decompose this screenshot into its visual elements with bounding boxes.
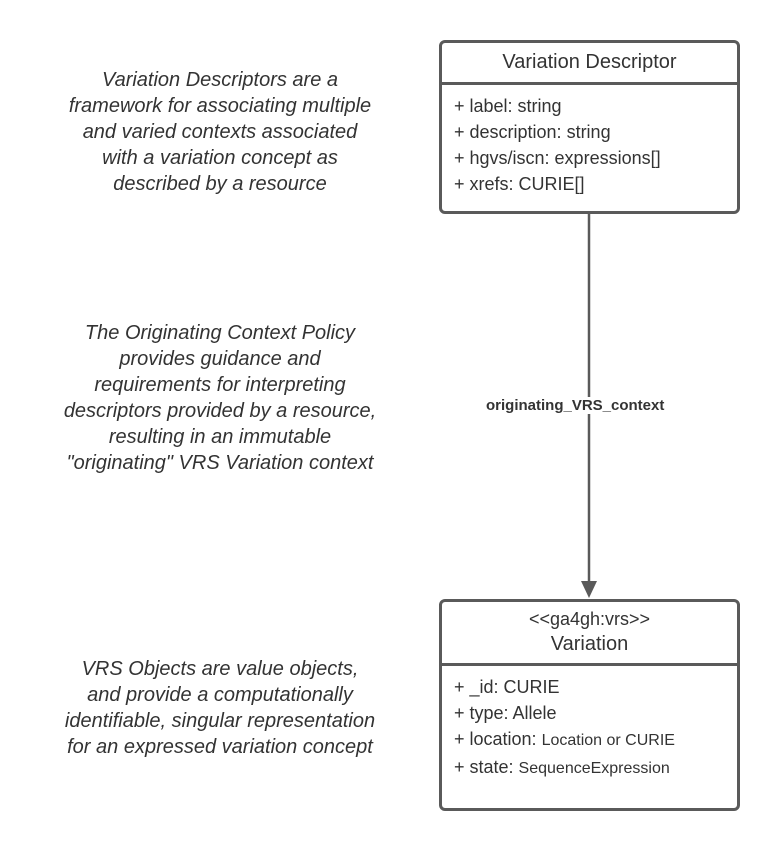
variation-descriptors-note: Variation Descriptors are a framework fo… <box>30 67 410 197</box>
attribute-xrefs: + xrefs: CURIE[] <box>454 171 737 197</box>
class-title: Variation <box>550 633 629 655</box>
attribute-type: CURIE[] <box>518 174 585 194</box>
note-line: The Originating Context Policy <box>84 322 356 344</box>
attribute-type: expressions[] <box>554 148 661 168</box>
class-title: Variation Descriptor <box>502 51 677 73</box>
attribute-name: + hgvs/iscn: <box>454 148 555 168</box>
association-label: originating_VRS_context <box>486 397 665 414</box>
attribute-id: + _id: CURIE <box>454 674 737 700</box>
attribute-name: + xrefs: <box>454 174 519 194</box>
variation-class: <<ga4gh:vrs>> Variation + _id: CURIE + t… <box>439 599 740 811</box>
originating-context-policy-note: The Originating Context Policy provides … <box>30 320 410 476</box>
vrs-objects-note: VRS Objects are value objects, and provi… <box>30 656 410 760</box>
attribute-state: + state: SequenceExpression <box>454 754 737 782</box>
note-line: Variation Descriptors are a <box>101 69 339 91</box>
attribute-name: + state: <box>454 757 519 777</box>
note-line: and varied contexts associated <box>82 121 358 143</box>
class-header: <<ga4gh:vrs>> Variation <box>442 602 737 666</box>
note-line: "originating" VRS Variation context <box>66 452 374 474</box>
attribute-name: + description: <box>454 122 567 142</box>
class-stereotype: <<ga4gh:vrs>> <box>528 609 651 629</box>
attribute-type: Allele <box>512 703 557 723</box>
attribute-list: + _id: CURIE + type: Allele + location: … <box>442 666 737 782</box>
note-line: requirements for interpreting <box>94 374 346 396</box>
attribute-type-field: + type: Allele <box>454 700 737 726</box>
note-line: described by a resource <box>113 173 327 195</box>
attribute-hgvs-iscn: + hgvs/iscn: expressions[] <box>454 145 737 171</box>
variation-descriptor-class: Variation Descriptor + label: string + d… <box>439 40 740 214</box>
attribute-type: string <box>566 122 611 142</box>
note-line: provides guidance and <box>119 348 321 370</box>
note-line: identifiable, singular representation <box>64 710 376 732</box>
note-line: with a variation concept as <box>102 147 338 169</box>
attribute-type: Location or CURIE <box>541 732 675 749</box>
attribute-type: SequenceExpression <box>518 760 670 777</box>
attribute-list: + label: string + description: string + … <box>442 85 737 197</box>
attribute-location: + location: Location or CURIE <box>454 726 737 754</box>
attribute-name: + type: <box>454 703 513 723</box>
attribute-name: + location: <box>454 729 542 749</box>
attribute-description: + description: string <box>454 119 737 145</box>
note-line: and provide a computationally <box>87 684 353 706</box>
class-header: Variation Descriptor <box>442 43 737 85</box>
attribute-name: + _id: <box>454 677 504 697</box>
attribute-label: + label: string <box>454 93 737 119</box>
note-line: descriptors provided by a resource, <box>63 400 377 422</box>
note-line: for an expressed variation concept <box>67 736 373 758</box>
note-line: VRS Objects are value objects, <box>81 658 359 680</box>
note-line: framework for associating multiple <box>68 95 372 117</box>
attribute-type: CURIE <box>503 677 560 697</box>
attribute-type: string <box>517 96 562 116</box>
arrowhead-icon <box>581 581 597 598</box>
note-line: resulting in an immutable <box>108 426 332 448</box>
attribute-name: + label: <box>454 96 518 116</box>
